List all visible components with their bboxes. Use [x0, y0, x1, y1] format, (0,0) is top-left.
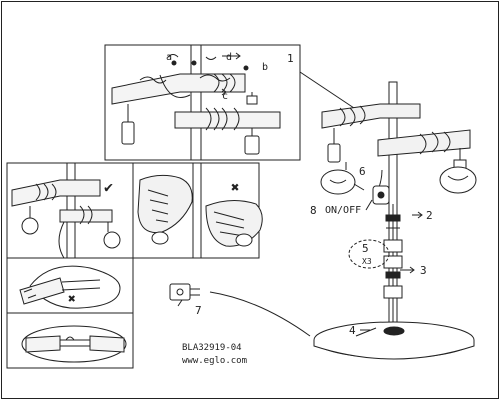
- callout-a: a: [166, 52, 173, 63]
- detail-cable-wrong-drawing: [19, 265, 121, 309]
- on-off-switch-label: ON/OFF: [325, 205, 362, 216]
- callout-b: b: [262, 62, 269, 73]
- callout-d: d: [226, 52, 233, 63]
- cross-mark-icon: ✖: [231, 180, 239, 196]
- leader-line-1: [299, 71, 361, 113]
- callout-5: 5: [362, 242, 369, 255]
- callout-1: 1: [287, 52, 294, 65]
- detail-1-lamp: [111, 44, 281, 161]
- callout-6: 6: [359, 165, 366, 178]
- callout-x3: X3: [362, 257, 372, 266]
- callout-4: 4: [349, 324, 356, 337]
- callout-8: 8: [310, 204, 317, 217]
- callout-7: 7: [195, 304, 202, 317]
- callout-3: 3: [420, 264, 427, 277]
- callout-2: 2: [426, 209, 433, 222]
- main-lamp-drawing: [169, 81, 477, 360]
- detail-wrong-lamp: [137, 162, 263, 259]
- detail-correct-lamp: [11, 162, 121, 259]
- product-code: BLA32919-04: [182, 343, 242, 353]
- website-url: www.eglo.com: [182, 356, 248, 366]
- check-mark-icon: ✔: [104, 178, 113, 196]
- detail-cable-correct-drawing: [21, 325, 127, 363]
- detail-panel-cable-correct: [6, 312, 134, 369]
- cross-mark-icon: ✖: [68, 292, 76, 307]
- detail-panel-1: [104, 44, 301, 161]
- callout-c: c: [222, 91, 229, 102]
